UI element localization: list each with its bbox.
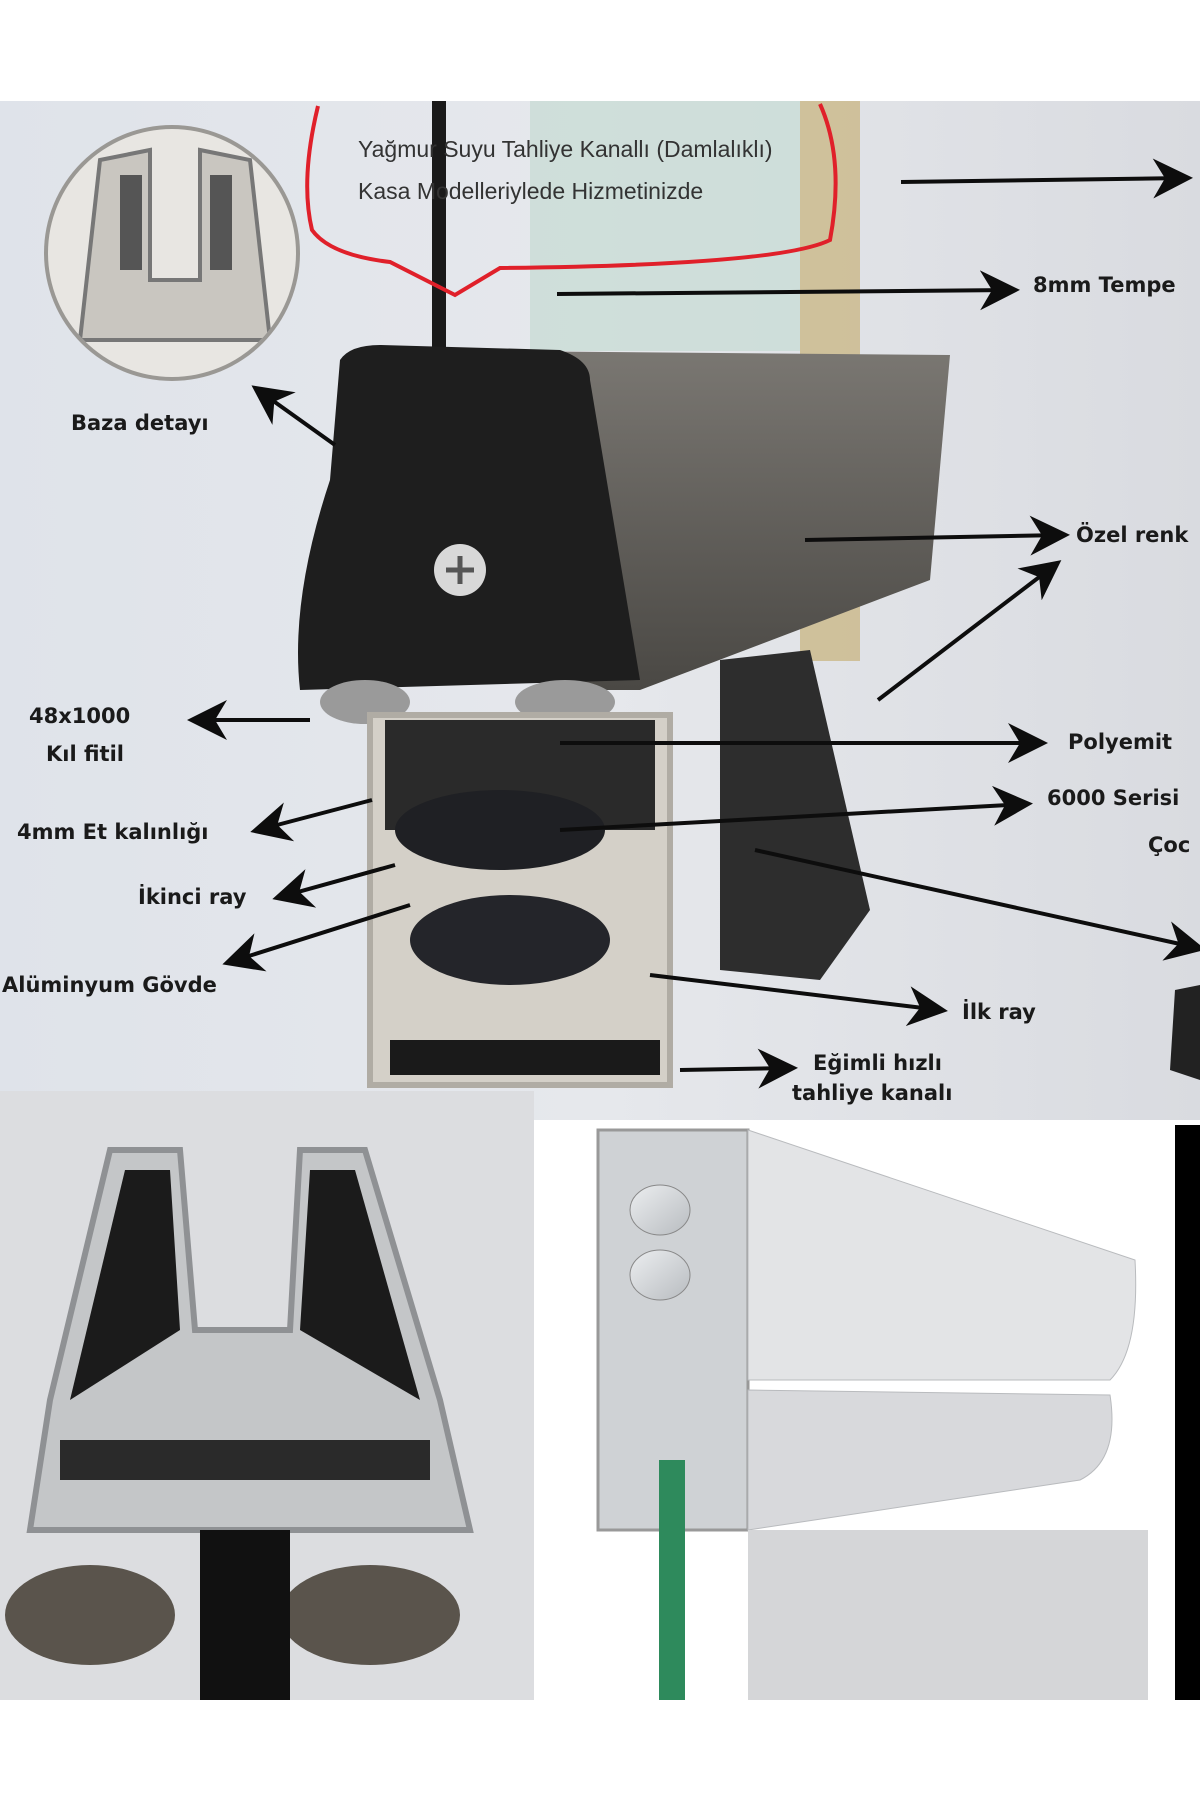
callout-line-1: Yağmur Suyu Tahliye Kanallı (Damlalıklı) (358, 136, 773, 162)
roller-upper (395, 790, 605, 870)
roller-lower (410, 895, 610, 985)
baza-detail-inset: Baza detayı (44, 125, 300, 435)
glass-panel-edge (432, 101, 446, 361)
feature-labels: 8mm Tempe Özel renk Polyemit 6000 Serisi… (2, 273, 1190, 1105)
label-wall-thickness: 4mm Et kalınlığı (17, 820, 209, 844)
profile-3d-render (534, 1120, 1200, 1700)
label-tempered-glass: 8mm Tempe (1033, 273, 1176, 297)
glass-panel (659, 1460, 685, 1700)
end-cap (298, 345, 640, 690)
label-second-rail: İkinci ray (138, 884, 247, 909)
label-brush-seal: Kıl fitil (46, 742, 124, 766)
label-sloped: Eğimli hızlı (813, 1051, 942, 1075)
label-first-rail: İlk ray (962, 999, 1036, 1024)
label-coc: Çoc (1148, 833, 1190, 857)
annotation-arrows (187, 158, 1200, 1089)
callout-line-2: Kasa Modelleriylede Hizmetinizde (358, 178, 703, 204)
label-brush-size: 48x1000 (29, 704, 130, 728)
label-drainage-channel: tahliye kanalı (792, 1081, 952, 1105)
callout-rain-drainage: Yağmur Suyu Tahliye Kanallı (Damlalıklı)… (305, 103, 838, 298)
profile-cross-section-photo (0, 1091, 534, 1700)
label-special-colour: Özel renk (1076, 522, 1189, 547)
label-aluminium-body: Alüminyum Gövde (2, 973, 217, 997)
label-polyamide: Polyemit (1068, 730, 1172, 754)
brush-seal-left (5, 1565, 175, 1665)
brush-seal-right (280, 1565, 460, 1665)
label-6000-series: 6000 Serisi (1047, 786, 1179, 810)
label-baza: Baza detayı (71, 411, 209, 435)
